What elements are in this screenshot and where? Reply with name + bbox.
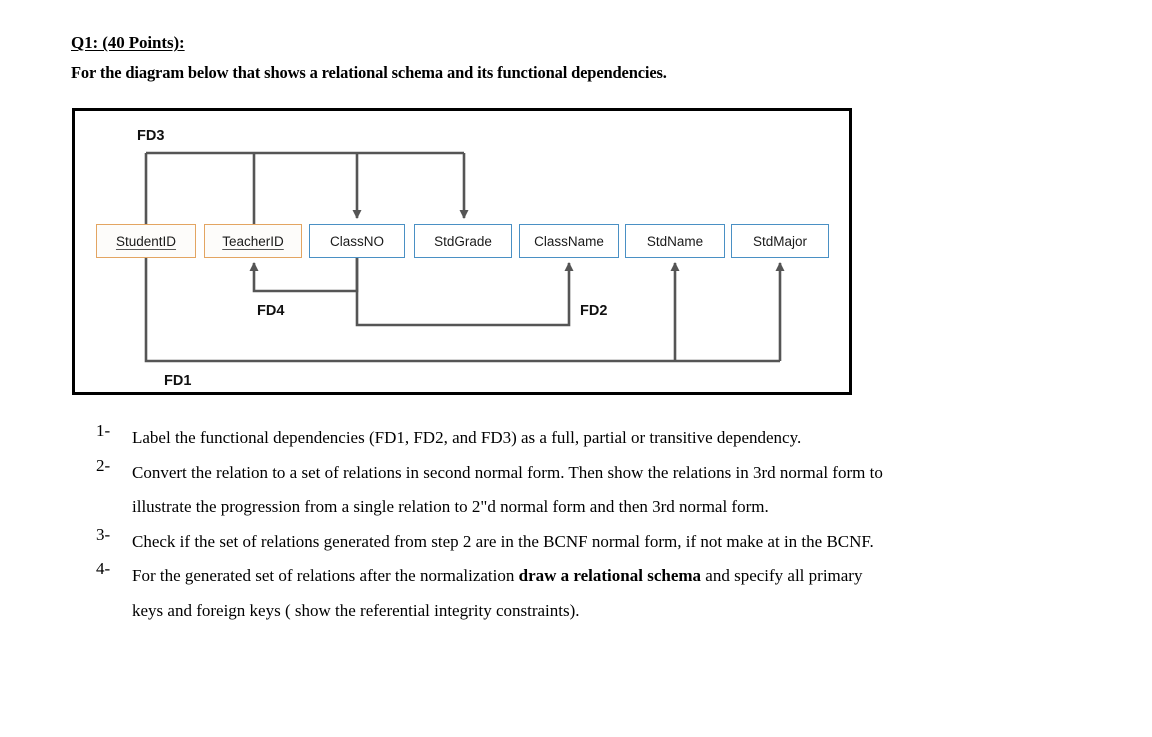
fd4-arrow-group <box>249 258 359 293</box>
task-number: 1- <box>96 421 111 440</box>
fd1-arrow-group <box>144 258 785 363</box>
question-title: Q1: (40 Points): <box>71 33 185 52</box>
attribute-box-stdgrade[interactable]: StdGrade <box>414 224 512 258</box>
fd3-label: FD3 <box>137 128 165 144</box>
attribute-box-stdname[interactable]: StdName <box>625 224 725 258</box>
fd4-arrow-classno-to-teacherid <box>249 258 359 293</box>
task-text-rich: For the generated set of relations after… <box>132 559 886 628</box>
attribute-label: ClassName <box>534 233 604 249</box>
task-text-after: and specify all primary keys and foreign… <box>132 566 863 620</box>
attribute-label: StdMajor <box>752 233 808 249</box>
fd3-arrow-group <box>144 151 469 224</box>
task-number: 4- <box>96 559 111 578</box>
fd2-arrow-group <box>355 258 574 327</box>
attribute-box-classno[interactable]: ClassNO <box>309 224 405 258</box>
attribute-box-teacherid[interactable]: TeacherID <box>204 224 302 258</box>
attribute-box-stdmajor[interactable]: StdMajor <box>731 224 829 258</box>
task-item-4: 4- For the generated set of relations af… <box>96 559 886 628</box>
task-item-2: 2- Convert the relation to a set of rela… <box>96 456 886 525</box>
attribute-box-studentid[interactable]: StudentID <box>96 224 196 258</box>
task-text: Check if the set of relations generated … <box>132 531 874 551</box>
fd4-label: FD4 <box>257 303 285 319</box>
attribute-box-classname[interactable]: ClassName <box>519 224 619 258</box>
fd2-label: FD2 <box>580 303 608 319</box>
task-item-3: 3- Check if the set of relations generat… <box>96 525 886 560</box>
question-subtitle: For the diagram below that shows a relat… <box>71 63 667 82</box>
attribute-label: StdName <box>646 233 704 249</box>
attribute-label: ClassNO <box>329 233 384 249</box>
task-number: 2- <box>96 455 111 475</box>
fd-arrows-layer <box>144 151 785 363</box>
attribute-label: StdGrade <box>434 233 492 249</box>
task-text-before: For the generated set of relations after… <box>132 566 519 585</box>
task-text: Convert the relation to a set of relatio… <box>132 462 883 517</box>
task-text: Label the functional dependencies (FD1, … <box>132 428 802 447</box>
fd1-label: FD1 <box>164 373 192 389</box>
task-item-1: 1- Label the functional dependencies (FD… <box>96 421 886 456</box>
task-text-emphasis: draw a relational schema <box>518 566 702 585</box>
fd1-rail <box>144 258 780 363</box>
task-number: 3- <box>96 524 111 544</box>
attribute-label: StudentID <box>115 233 177 249</box>
fd-diagram: StudentID TeacherID ClassNO StdGrade Cla… <box>72 108 852 395</box>
fd2-arrow-classno-to-classname <box>355 258 574 327</box>
attribute-label: TeacherID <box>222 233 284 249</box>
task-list: 1- Label the functional dependencies (FD… <box>96 421 886 628</box>
